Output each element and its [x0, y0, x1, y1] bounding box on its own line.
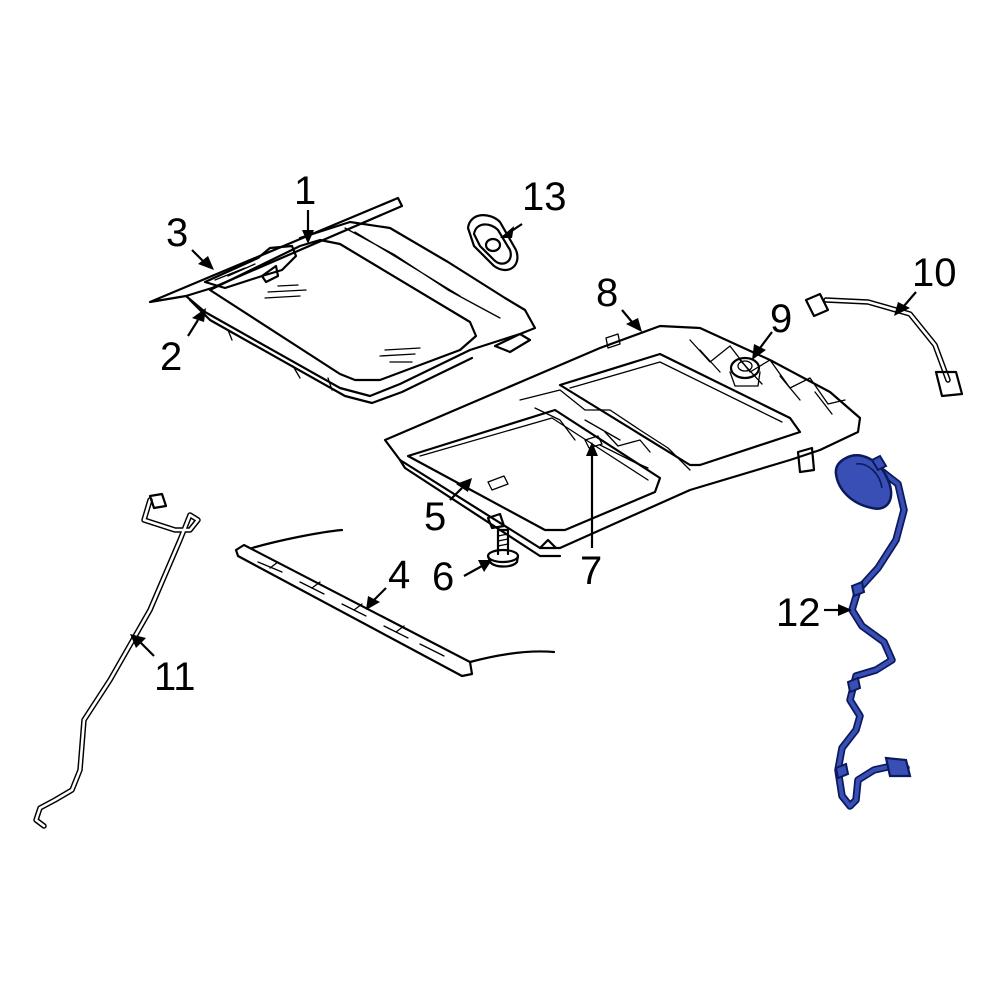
drain-hose-11[interactable]	[33, 492, 201, 829]
rear-rail-4[interactable]	[234, 528, 556, 678]
grommet-13[interactable]	[466, 214, 519, 272]
callout-12: 12	[776, 591, 821, 635]
callout-13: 13	[522, 175, 567, 219]
sunroof-glass-assembly[interactable]	[148, 196, 537, 405]
callout-9: 9	[770, 297, 792, 341]
callout-5: 5	[424, 495, 446, 539]
bolt-6[interactable]	[486, 528, 520, 568]
callout-4: 4	[388, 553, 410, 597]
callout-7: 7	[580, 549, 602, 593]
leader-lines	[130, 210, 917, 657]
callout-8: 8	[596, 271, 618, 315]
callout-10: 10	[912, 251, 957, 295]
callout-2: 2	[160, 335, 182, 379]
sunroof-frame[interactable]	[383, 324, 862, 558]
callout-1: 1	[294, 169, 316, 213]
callout-11: 11	[154, 655, 196, 699]
drain-hose-12-highlighted[interactable]	[834, 454, 912, 810]
callout-3: 3	[166, 211, 188, 255]
callout-6: 6	[432, 555, 454, 599]
drain-hose-10[interactable]	[804, 292, 964, 398]
callout-labels: 1 2 3 4 5 6 7 8 9 10 11 12 13	[154, 169, 957, 699]
